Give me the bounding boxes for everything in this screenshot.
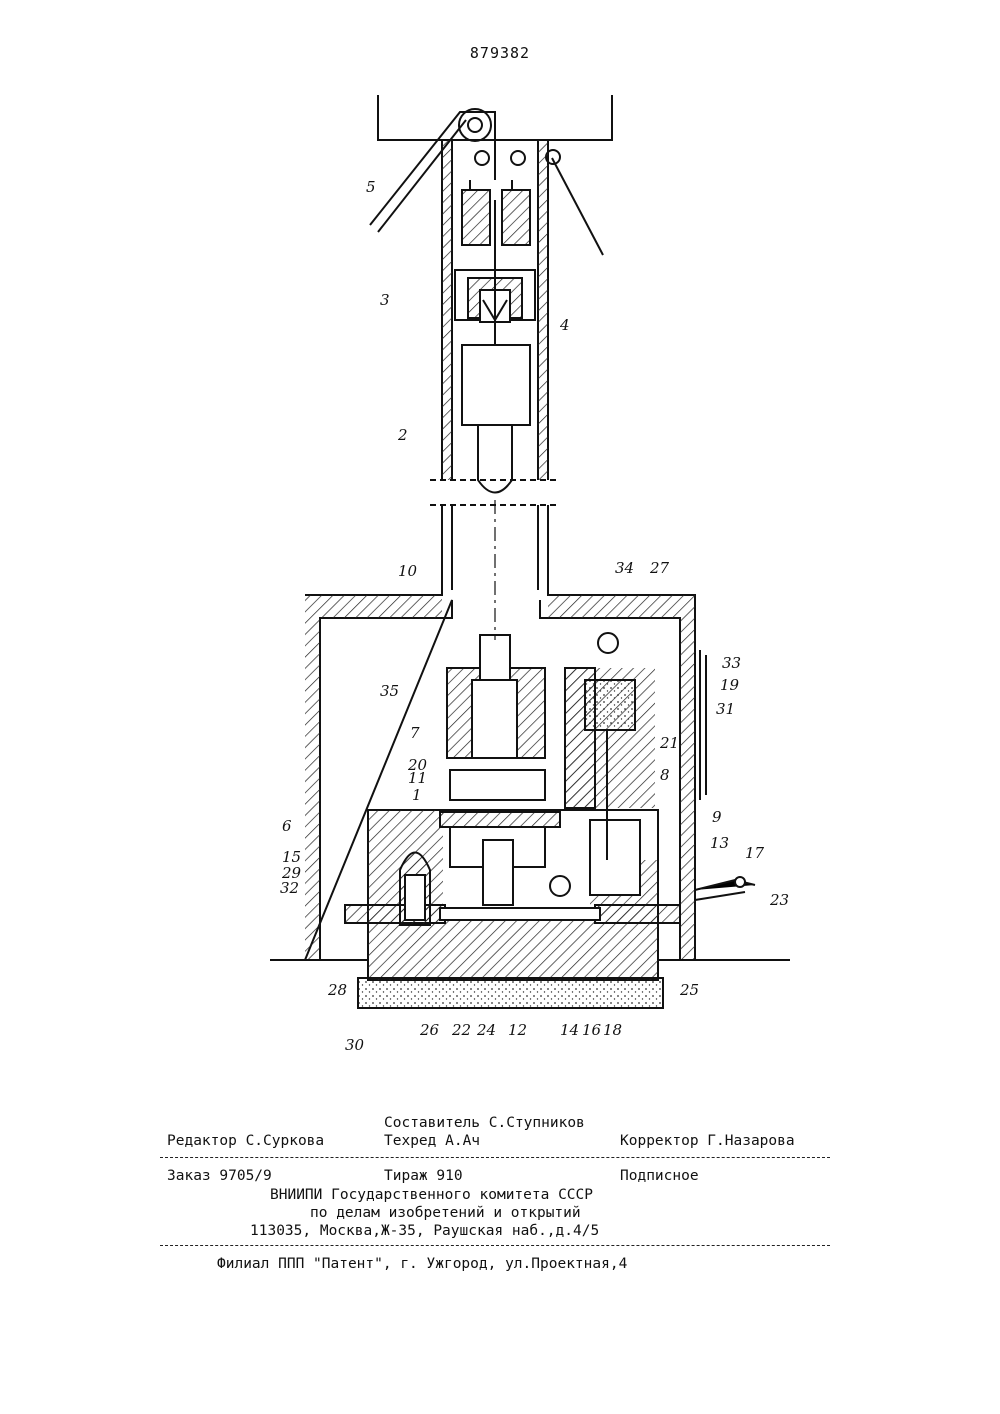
figure-label: 35	[380, 682, 399, 700]
figure-label: 1	[412, 786, 422, 804]
figure-label: 8	[660, 766, 670, 784]
figure-label: 28	[327, 981, 347, 999]
figure-label: 16	[582, 1021, 602, 1039]
imprint-branch: Филиал ППП "Патент", г. Ужгород, ул.Прое…	[217, 1256, 627, 1272]
patent-drawing: 5342103427353319317212011816915131729322…	[0, 0, 1000, 1060]
figure-label: 13	[710, 834, 729, 852]
figure-label: 22	[451, 1021, 471, 1039]
figure-label: 26	[419, 1021, 440, 1039]
figure-label: 24	[476, 1021, 496, 1039]
figure-label: 23	[769, 891, 789, 909]
imprint-techred: Техред А.Ач	[384, 1133, 480, 1149]
figure-label: 21	[659, 734, 679, 752]
imprint-corrector: Корректор Г.Назарова	[620, 1133, 795, 1149]
divider-line	[160, 1157, 830, 1158]
divider-line	[160, 1245, 830, 1246]
figure-label: 5	[366, 178, 376, 196]
figure-label: 19	[720, 676, 740, 694]
figure-label: 31	[716, 700, 735, 718]
figure-label: 25	[679, 981, 699, 999]
figure-label: 9	[712, 808, 722, 826]
figure-label: 17	[745, 844, 765, 862]
figure-label: 34	[615, 559, 634, 577]
figure-label: 14	[560, 1021, 579, 1039]
imprint-subscription: Подписное	[620, 1168, 699, 1184]
imprint-address: 113035, Москва,Ж-35, Раушская наб.,д.4/5	[250, 1223, 599, 1239]
figure-label: 10	[398, 562, 418, 580]
figure-label: 3	[380, 291, 390, 309]
imprint-order: Заказ 9705/9	[167, 1168, 272, 1184]
imprint-org-line1: ВНИИПИ Государственного комитета СССР	[270, 1187, 593, 1203]
figure-label: 12	[508, 1021, 527, 1039]
imprint-editor: Редактор С.Суркова	[167, 1133, 324, 1149]
imprint-circulation: Тираж 910	[384, 1168, 463, 1184]
imprint-compiler: Составитель С.Ступников	[384, 1115, 585, 1131]
figure-label: 11	[408, 769, 427, 787]
imprint-org-line2: по делам изобретений и открытий	[310, 1205, 581, 1221]
figure-label: 30	[345, 1036, 365, 1054]
figure-label: 7	[410, 724, 420, 742]
figure-label: 33	[722, 654, 741, 672]
figure-label: 27	[649, 559, 670, 577]
figure-label: 2	[397, 426, 408, 444]
figure-label: 18	[603, 1021, 622, 1039]
figure-label: 4	[559, 316, 570, 334]
figure-label: 32	[280, 879, 299, 897]
figure-label: 6	[282, 817, 292, 835]
